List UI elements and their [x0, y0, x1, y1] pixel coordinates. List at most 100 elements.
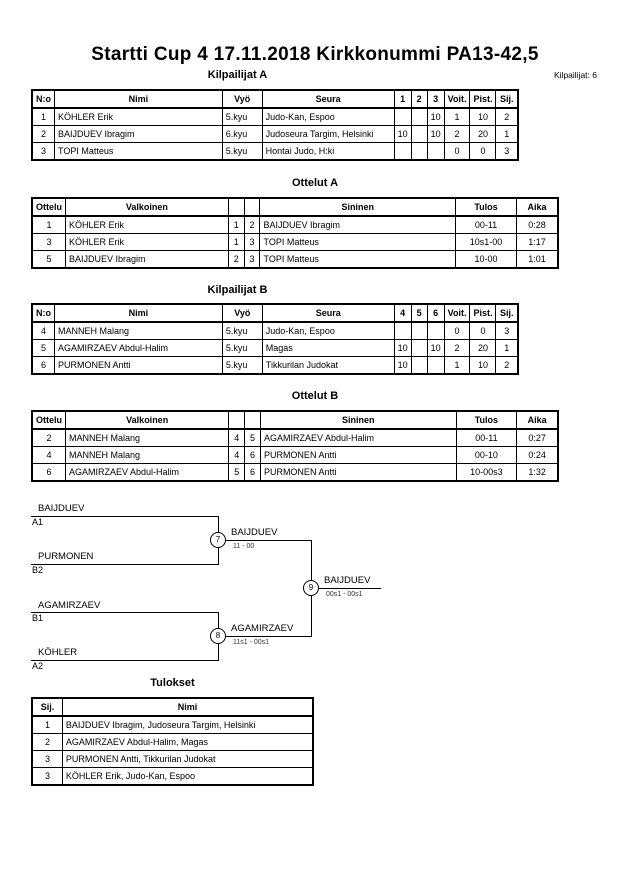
table-cell: TOPI Matteus	[259, 250, 456, 269]
semi2-score: 11s1 - 00s1	[233, 639, 270, 646]
semi2-winner: AGAMIRZAEV	[231, 623, 294, 634]
semi1-match-number: 7	[210, 532, 226, 548]
table-cell: 6	[244, 446, 261, 464]
table-cell: TOPI Matteus	[54, 142, 223, 161]
column-header: 6	[426, 303, 445, 323]
table-cell: 0:28	[516, 215, 559, 234]
table-cell: 5	[31, 250, 66, 269]
table-cell: 6	[31, 356, 55, 375]
bracket-line	[311, 588, 381, 589]
bracket-line	[218, 636, 311, 637]
table-cell: KÖHLER Erik	[65, 215, 229, 234]
table-cell: 6	[31, 463, 66, 482]
table-cell: 1	[31, 107, 55, 126]
table-cell: 5	[244, 428, 261, 447]
column-header: Sij.	[495, 89, 519, 109]
table-cell: BAIJDUEV Ibragim	[259, 215, 456, 234]
table-cell: 10	[426, 339, 445, 357]
bracket-line	[31, 660, 218, 661]
table-cell: 00-10	[455, 446, 518, 464]
semi2-bottom-name: KÖHLER	[38, 647, 78, 658]
table-cell: 20	[469, 125, 497, 143]
column-header: N:o	[31, 303, 55, 323]
semi1-top-name: BAIJDUEV	[38, 503, 85, 514]
table-cell: 3	[31, 142, 55, 161]
semi2-match-number: 8	[210, 628, 226, 644]
bracket-line	[31, 612, 218, 613]
table-cell: 5.kyu	[221, 356, 263, 375]
table-cell: BAIJDUEV Ibragim	[54, 125, 223, 143]
table-cell: 0:27	[516, 428, 559, 447]
table-cell	[426, 356, 445, 375]
table-cell: Magas	[261, 339, 395, 357]
semi1-top-slot: A1	[32, 517, 44, 527]
column-header: Seura	[261, 303, 395, 323]
table-cell: 6.kyu	[221, 125, 263, 143]
table-cell: 1	[31, 215, 66, 234]
table-cell: 5.kyu	[221, 142, 263, 161]
pool-b-heading: Kilpailijat B	[207, 284, 268, 296]
table-cell: 10	[393, 339, 412, 357]
column-header: Tulos	[454, 197, 518, 217]
column-header: Valkoinen	[65, 197, 229, 217]
final-match-number: 9	[303, 580, 319, 596]
column-header	[227, 197, 245, 217]
table-cell	[410, 356, 428, 375]
table-cell: 4	[31, 446, 66, 464]
table-cell: 10	[393, 125, 412, 143]
table-cell: 3	[31, 750, 63, 768]
page-title: Startti Cup 4 17.11.2018 Kirkkonummi PA1…	[91, 44, 539, 65]
table-cell: 10s1-00	[454, 233, 518, 251]
semi2-top-name: AGAMIRZAEV	[38, 600, 101, 611]
table-cell: KÖHLER Erik, Judo-Kan, Espoo	[61, 767, 314, 786]
column-header: Sininen	[259, 197, 456, 217]
table-cell: 10	[469, 107, 497, 126]
table-cell: Tikkurilan Judokat	[261, 356, 395, 375]
column-header: Aika	[516, 197, 559, 217]
column-header: 2	[410, 89, 428, 109]
table-cell: 1	[227, 233, 245, 251]
column-header	[243, 197, 261, 217]
column-header: Vyö	[221, 89, 263, 109]
table-cell: 1	[31, 715, 63, 734]
column-header: Ottelu	[31, 410, 66, 430]
table-cell: 0	[443, 321, 471, 340]
table-cell: 00-11	[455, 428, 518, 447]
column-header: Vyö	[221, 303, 263, 323]
table-cell: MANNEH Malang	[64, 446, 230, 464]
table-cell: 2	[243, 215, 261, 234]
table-cell: 4	[31, 321, 55, 340]
column-header: Sininen	[259, 410, 457, 430]
table-cell: 2	[443, 125, 471, 143]
table-cell	[393, 321, 412, 340]
table-cell: 1	[495, 125, 519, 143]
table-cell: 2	[495, 356, 519, 375]
table-cell: 2	[495, 107, 519, 126]
table-cell: AGAMIRZAEV Abdul-Halim	[54, 339, 223, 357]
column-header: 1	[393, 89, 412, 109]
table-cell: 10-00	[454, 250, 518, 269]
table-cell: AGAMIRZAEV Abdul-Halim	[259, 428, 457, 447]
table-cell	[393, 142, 412, 161]
table-cell	[410, 107, 428, 126]
table-cell: 1:01	[516, 250, 559, 269]
final-score: 00s1 - 00s1	[326, 591, 363, 598]
table-cell: 3	[31, 233, 66, 251]
column-header: Tulos	[455, 410, 518, 430]
table-cell: 6	[244, 463, 261, 482]
table-cell: PURMONEN Antti	[259, 446, 457, 464]
table-cell: 20	[469, 339, 497, 357]
table-cell	[426, 142, 445, 161]
table-cell: 0:24	[516, 446, 559, 464]
semi2-bottom-slot: A2	[32, 661, 44, 671]
